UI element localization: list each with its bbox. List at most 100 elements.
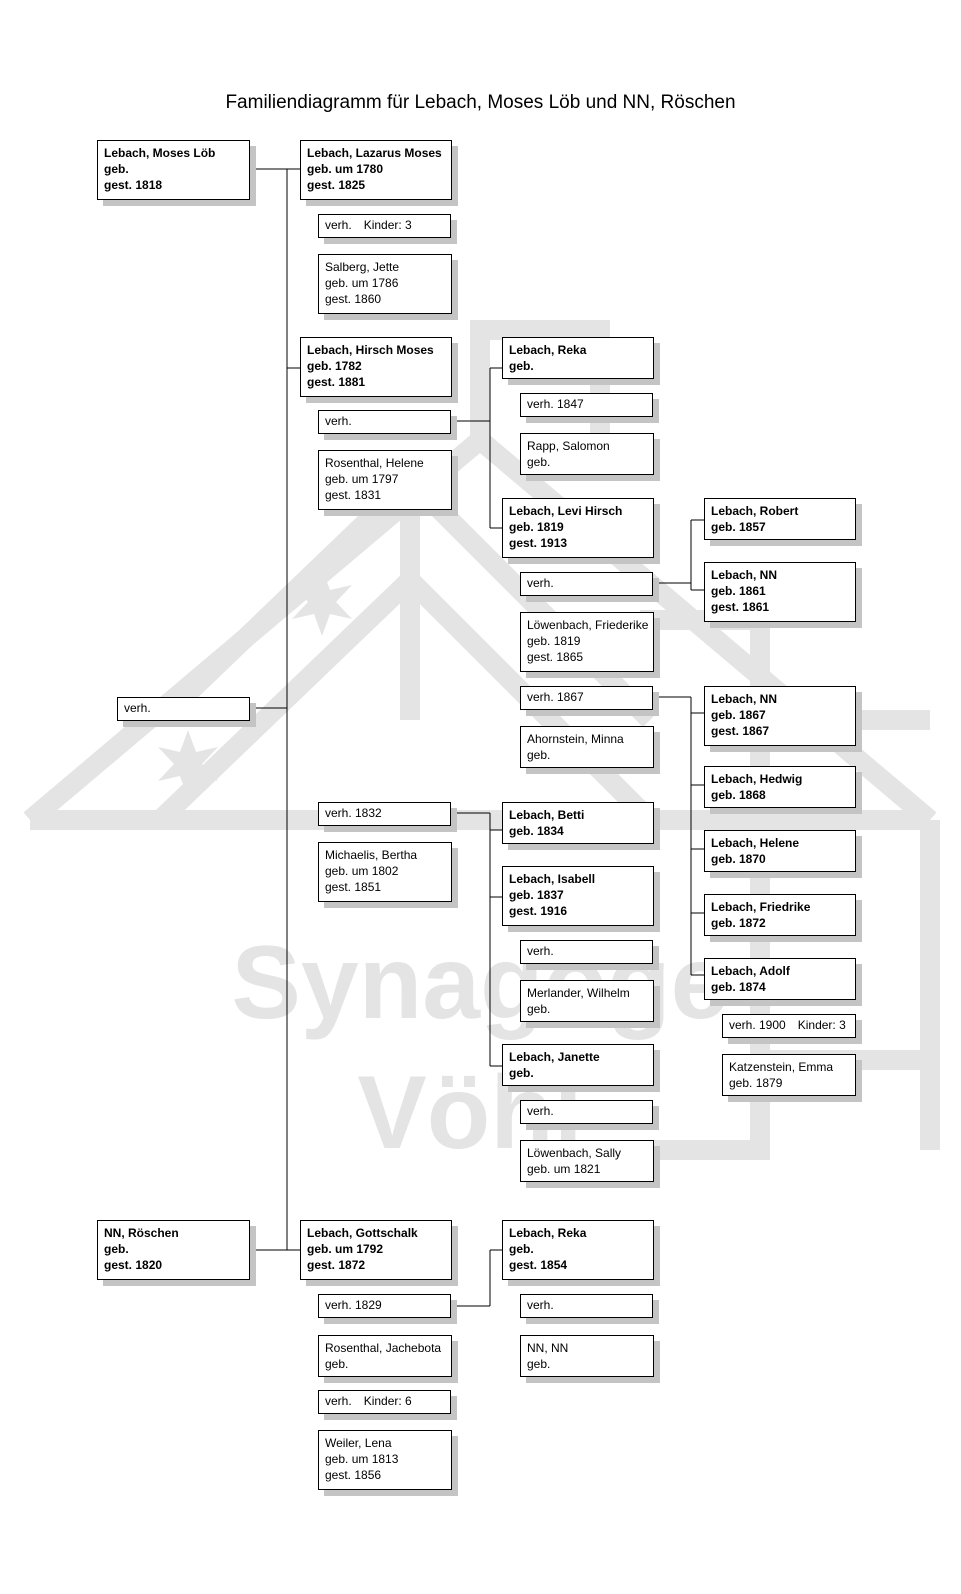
marriage-box-hirsch-1[interactable]: verh.	[318, 410, 451, 434]
marriage-kids: Kinder: 3	[363, 218, 412, 232]
person-name: Lebach, Friedrike	[711, 900, 811, 914]
person-name: Ahornstein, Minna	[527, 732, 624, 746]
person-born: geb. um 1792	[307, 1242, 384, 1256]
person-died: gest. 1916	[509, 904, 568, 918]
marriage-label: verh. 1832	[325, 806, 382, 820]
person-born: geb. 1782	[307, 359, 362, 373]
person-born: geb. 1872	[711, 916, 766, 930]
person-box-nn-1867[interactable]: Lebach, NN geb. 1867 gest. 1867	[704, 686, 856, 746]
person-box-father[interactable]: Lebach, Moses Löb geb. gest. 1818	[97, 140, 250, 200]
person-born: geb. 1819	[527, 634, 581, 648]
person-box-reka-2[interactable]: Lebach, Reka geb. gest. 1854	[502, 1220, 654, 1280]
marriage-box-janette[interactable]: verh.	[520, 1100, 653, 1124]
person-name: Löwenbach, Friederike	[527, 618, 649, 632]
spouse-box-rosenthal-helene[interactable]: Rosenthal, Helene geb. um 1797 gest. 183…	[318, 450, 452, 510]
person-box-betti[interactable]: Lebach, Betti geb. 1834	[502, 802, 654, 844]
person-box-hirsch[interactable]: Lebach, Hirsch Moses geb. 1782 gest. 188…	[300, 337, 452, 397]
marriage-box-levi-1[interactable]: verh.	[520, 572, 653, 596]
person-box-robert[interactable]: Lebach, Robert geb. 1857	[704, 498, 856, 540]
marriage-box-reka-1[interactable]: verh. 1847	[520, 393, 653, 417]
spouse-box-merlander[interactable]: Merlander, Wilhelm geb.	[520, 980, 654, 1022]
person-born: geb. 1870	[711, 852, 766, 866]
marriage-box-hirsch-2[interactable]: verh. 1832	[318, 802, 451, 826]
person-died: gest. 1856	[325, 1468, 382, 1482]
person-box-helene[interactable]: Lebach, Helene geb. 1870	[704, 830, 856, 872]
person-name: Lebach, Moses Löb	[104, 146, 216, 160]
person-name: Rosenthal, Helene	[325, 456, 424, 470]
person-name: Lebach, Adolf	[711, 964, 790, 978]
person-name: Lebach, Lazarus Moses	[307, 146, 442, 160]
person-name: Rapp, Salomon	[527, 439, 610, 453]
person-name: Lebach, Janette	[509, 1050, 600, 1064]
person-born: geb.	[104, 162, 129, 176]
spouse-box-ahornstein[interactable]: Ahornstein, Minna geb.	[520, 726, 654, 768]
person-name: Lebach, NN	[711, 568, 778, 582]
person-box-adolf[interactable]: Lebach, Adolf geb. 1874	[704, 958, 856, 1000]
person-box-levi[interactable]: Lebach, Levi Hirsch geb. 1819 gest. 1913	[502, 498, 654, 558]
spouse-box-loewenbach-friederike[interactable]: Löwenbach, Friederike geb. 1819 gest. 18…	[520, 612, 654, 672]
person-born: geb. 1857	[711, 520, 766, 534]
person-name: Lebach, Reka	[509, 1226, 587, 1240]
marriage-box-reka-2[interactable]: verh.	[520, 1294, 653, 1318]
marriage-box-lazarus[interactable]: verh. Kinder: 3	[318, 214, 451, 238]
person-born: geb.	[527, 748, 551, 762]
person-box-reka-1[interactable]: Lebach, Reka geb.	[502, 337, 654, 379]
person-born: geb.	[325, 1357, 349, 1371]
marriage-box-levi-2[interactable]: verh. 1867	[520, 686, 653, 710]
person-name: Lebach, Hedwig	[711, 772, 803, 786]
person-born: geb. 1874	[711, 980, 766, 994]
person-box-hedwig[interactable]: Lebach, Hedwig geb. 1868	[704, 766, 856, 808]
person-died: gest. 1861	[711, 600, 770, 614]
person-died: gest. 1860	[325, 292, 382, 306]
person-box-friedrike[interactable]: Lebach, Friedrike geb. 1872	[704, 894, 856, 936]
marriage-box-gottschalk-2[interactable]: verh.Kinder: 6	[318, 1390, 451, 1414]
person-died: gest. 1881	[307, 375, 366, 389]
spouse-box-loewenbach-sally[interactable]: Löwenbach, Sally geb. um 1821	[520, 1140, 654, 1182]
person-name: Katzenstein, Emma	[729, 1060, 834, 1074]
marriage-box-isabell[interactable]: verh.	[520, 940, 653, 964]
spouse-box-rosenthal-jachebota[interactable]: Rosenthal, Jachebota geb.	[318, 1335, 452, 1377]
spouse-box-weiler[interactable]: Weiler, Lena geb. um 1813 gest. 1856	[318, 1430, 452, 1490]
person-died: gest. 1913	[509, 536, 568, 550]
person-born: geb. um 1786	[325, 276, 399, 290]
person-name: Lebach, NN	[711, 692, 778, 706]
person-name: NN, NN	[527, 1341, 569, 1355]
person-died: gest. 1851	[325, 880, 382, 894]
marriage-label: verh. 1900	[729, 1018, 786, 1032]
spouse-box-nn-nn[interactable]: NN, NN geb.	[520, 1335, 654, 1377]
person-born: geb. um 1780	[307, 162, 384, 176]
person-born: geb. um 1802	[325, 864, 399, 878]
person-box-gottschalk[interactable]: Lebach, Gottschalk geb. um 1792 gest. 18…	[300, 1220, 452, 1280]
marriage-label: verh.	[325, 1394, 352, 1408]
marriage-label: verh.	[124, 701, 151, 715]
marriage-box-gottschalk-1[interactable]: verh. 1829	[318, 1294, 451, 1318]
person-name: Lebach, Reka	[509, 343, 587, 357]
person-died: gest. 1825	[307, 178, 366, 192]
person-died: gest. 1854	[509, 1258, 568, 1272]
person-born: geb. 1868	[711, 788, 766, 802]
person-born: geb. 1819	[509, 520, 564, 534]
spouse-box-rapp[interactable]: Rapp, Salomon geb.	[520, 433, 654, 475]
person-name: NN, Röschen	[104, 1226, 179, 1240]
marriage-label: verh.	[325, 218, 352, 232]
person-born: geb.	[527, 455, 551, 469]
person-name: Salberg, Jette	[325, 260, 400, 274]
spouse-box-michaelis[interactable]: Michaelis, Bertha geb. um 1802 gest. 185…	[318, 842, 452, 902]
marriage-label: verh.	[527, 1104, 554, 1118]
person-born: geb. 1861	[711, 584, 766, 598]
person-name: Löwenbach, Sally	[527, 1146, 622, 1160]
marriage-label: verh. 1829	[325, 1298, 382, 1312]
marriage-box-parents[interactable]: verh.	[117, 697, 250, 721]
person-box-mother[interactable]: NN, Röschen geb. gest. 1820	[97, 1220, 250, 1280]
person-name: Lebach, Isabell	[509, 872, 596, 886]
marriage-label: verh. 1847	[527, 397, 584, 411]
person-box-janette[interactable]: Lebach, Janette geb.	[502, 1044, 654, 1086]
person-box-nn-1861[interactable]: Lebach, NN geb. 1861 gest. 1861	[704, 562, 856, 622]
spouse-box-salberg[interactable]: Salberg, Jette geb. um 1786 gest. 1860	[318, 254, 452, 314]
spouse-box-katzenstein[interactable]: Katzenstein, Emma geb. 1879	[722, 1054, 856, 1096]
person-box-lazarus[interactable]: Lebach, Lazarus Moses geb. um 1780 gest.…	[300, 140, 452, 200]
person-born: geb.	[104, 1242, 129, 1256]
person-box-isabell[interactable]: Lebach, Isabell geb. 1837 gest. 1916	[502, 866, 654, 926]
